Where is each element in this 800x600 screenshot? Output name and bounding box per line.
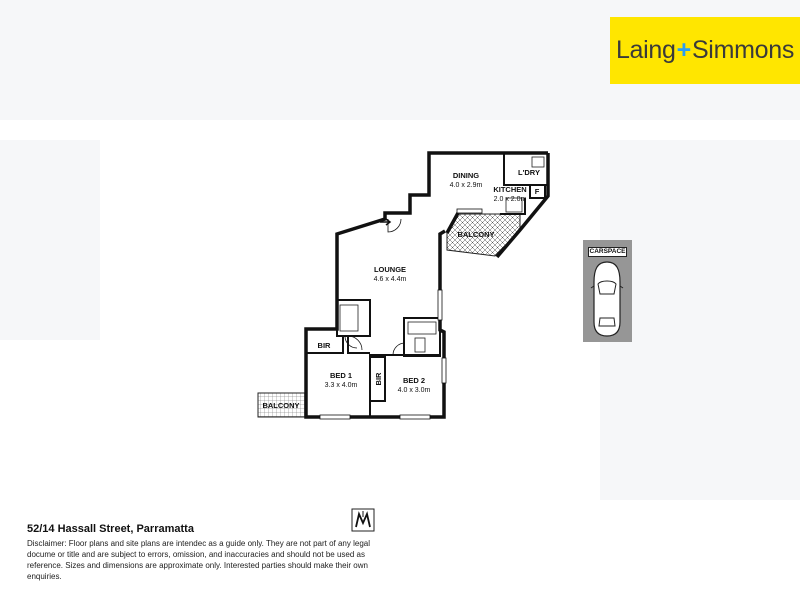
- room-fridge-label: F: [535, 187, 540, 196]
- room-kitchen-dim: 2.0 x 2.0m: [494, 196, 527, 203]
- room-bed1-label: BED 1: [330, 371, 352, 380]
- outer-walls: [304, 151, 550, 419]
- room-kitchen-label: KITCHEN: [493, 185, 526, 194]
- room-dining-dim: 4.0 x 2.9m: [450, 182, 483, 189]
- room-bed1-dim: 3.3 x 4.0m: [325, 382, 358, 389]
- brand-plus: +: [676, 36, 692, 64]
- room-dining-label: DINING: [453, 171, 479, 180]
- disclaimer-text: Disclaimer: Floor plans and site plans a…: [27, 539, 371, 581]
- room-bir1-label: BIR: [318, 341, 332, 350]
- room-lounge-label: LOUNGE: [374, 265, 406, 274]
- brand-name-part1: Laing: [615, 36, 676, 64]
- listing-address: 52/14 Hassall Street, Parramatta: [27, 523, 194, 535]
- fixtures: [339, 156, 545, 353]
- interior-walls: [306, 153, 548, 417]
- brand-logo-text: Laing+Simmons: [616, 36, 794, 65]
- room-bed2-dim: 4.0 x 3.0m: [398, 387, 431, 394]
- balcony-lower-label: BALCONY: [262, 401, 299, 410]
- brand-logo: Laing+Simmons: [610, 17, 800, 84]
- watermark-band-right: [600, 140, 800, 500]
- compass-icon: [351, 508, 375, 532]
- balcony-lower: [257, 392, 306, 418]
- doors: [344, 218, 406, 356]
- watermark-band-left: [0, 140, 100, 340]
- room-bed2-label: BED 2: [403, 376, 425, 385]
- carspace-label: CARSPACE: [588, 247, 627, 257]
- entry-arrow-icon: [380, 218, 392, 226]
- windows: [319, 208, 483, 420]
- carspace: CARSPACE: [583, 240, 632, 342]
- brand-name-part2: Simmons: [691, 36, 795, 64]
- room-laundry-label: L'DRY: [518, 168, 540, 177]
- room-lounge-dim: 4.6 x 4.4m: [374, 276, 407, 283]
- car-icon: [590, 261, 624, 337]
- room-bir2-label: BIR: [374, 372, 383, 386]
- balcony-upper-label: BALCONY: [457, 230, 494, 239]
